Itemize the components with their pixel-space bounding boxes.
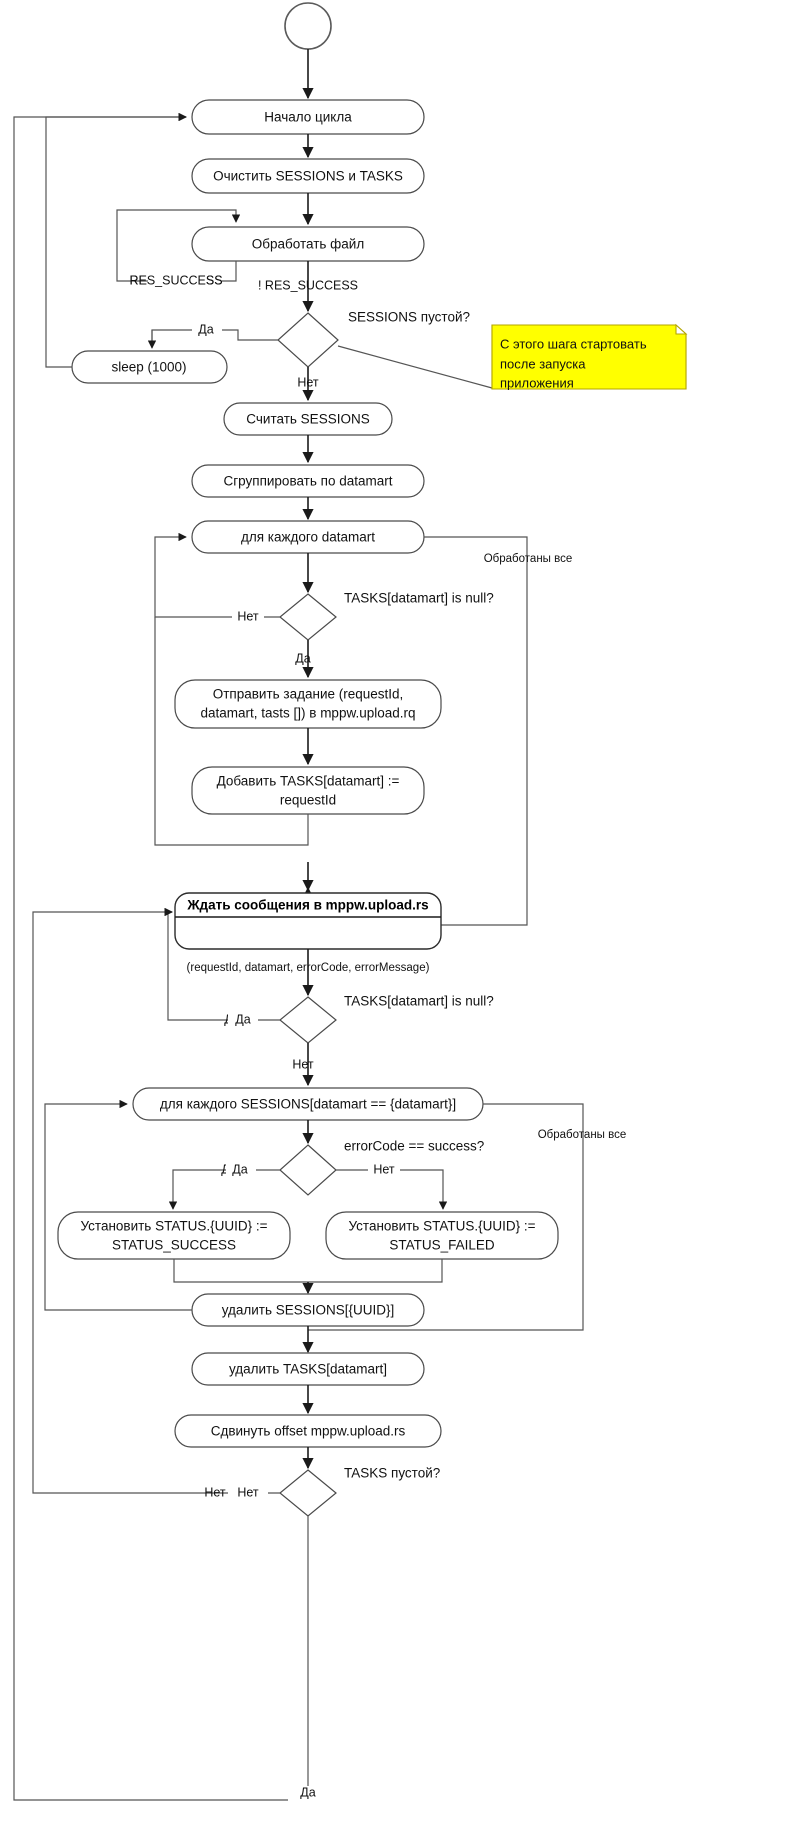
mask-res-success xyxy=(148,273,206,290)
node-add-task-line2: requestId xyxy=(280,793,336,808)
edge-label-no-sessions-empty: Нет xyxy=(297,375,319,389)
node-tasks-null-2 xyxy=(279,996,337,1044)
node-delete-session-label: удалить SESSIONS[{UUID}] xyxy=(222,1303,395,1318)
edge-label-message-payload: (requestId, datamart, errorCode, errorMe… xyxy=(187,962,430,974)
node-group-by-label: Сгруппировать по datamart xyxy=(223,474,392,489)
node-status-success-line1: Установить STATUS.{UUID} := xyxy=(80,1219,267,1234)
note-line-1: С этого шага стартовать xyxy=(500,336,647,351)
mask-no-tn1 xyxy=(232,610,264,625)
node-sessions-empty-label: SESSIONS пустой? xyxy=(348,310,470,325)
edge-delete-session-loop-back xyxy=(44,1099,192,1311)
edge-res-success-down xyxy=(222,261,237,282)
edge-all-processed-sessions xyxy=(308,1103,584,1331)
node-status-failed-line1: Установить STATUS.{UUID} := xyxy=(348,1219,535,1234)
node-for-each-session-label: для каждого SESSIONS[datamart == {datama… xyxy=(160,1097,456,1112)
node-tasks-empty-label: TASKS пустой? xyxy=(344,1466,440,1481)
edge-label-yes-tasks-empty-text: Да xyxy=(300,1785,315,1799)
node-shift-offset-label: Сдвинуть offset mppw.upload.rs xyxy=(211,1424,406,1439)
edge-yes-to-sleep xyxy=(147,329,188,349)
node-read-sessions-label: Считать SESSIONS xyxy=(246,412,369,427)
note-line-2: после запуска xyxy=(500,356,586,371)
node-tasks-null-1 xyxy=(279,593,337,641)
edge-label-no-tasks-null-1-text: Нет xyxy=(237,609,259,623)
node-process-file-label: Обработать файл xyxy=(252,237,364,252)
edge-label-all-processed-datamart: Обработаны все xyxy=(484,553,573,565)
edge-label-no-tasks-empty-text: Нет xyxy=(237,1485,259,1499)
node-status-failed-line2: STATUS_FAILED xyxy=(389,1238,495,1253)
mask-yes-error xyxy=(226,1163,256,1178)
edge-status-join xyxy=(173,1259,443,1283)
node-for-each-datamart-label: для каждого datamart xyxy=(241,530,375,545)
edge-yes-tasks-empty xyxy=(13,112,309,1801)
node-send-task-line2: datamart, tasts []) в mppw.upload.rq xyxy=(200,706,415,721)
node-sessions-empty xyxy=(277,312,339,368)
node-send-task-line1: Отправить задание (requestId, xyxy=(213,687,404,702)
node-status-success-line2: STATUS_SUCCESS xyxy=(112,1238,236,1253)
edge-label-yes-error-code-text: Да xyxy=(232,1162,247,1176)
start-node xyxy=(284,2,332,50)
node-add-task-line1: Добавить TASKS[datamart] := xyxy=(217,774,400,789)
mask-yes-tasks-empty xyxy=(288,1786,328,1802)
node-loop-start-label: Начало цикла xyxy=(264,110,352,125)
edge-add-task-loop-back xyxy=(154,617,309,846)
edge-no-tasks-null-1 xyxy=(154,532,280,618)
edge-label-not-res-success: ! RES_SUCCESS xyxy=(258,278,358,292)
node-error-code-label: errorCode == success? xyxy=(344,1139,484,1154)
note-line-3: приложения xyxy=(500,375,574,390)
node-sleep-label: sleep (1000) xyxy=(111,360,186,375)
note-box-shape xyxy=(491,324,687,390)
node-tasks-null-2-label: TASKS[datamart] is null? xyxy=(344,994,494,1009)
mask-no-error xyxy=(368,1163,400,1178)
mask-yes-sleep xyxy=(192,323,222,338)
edge-note-connector xyxy=(337,345,493,389)
node-clear-label: Очистить SESSIONS и TASKS xyxy=(213,169,403,184)
edge-no-tasks-empty xyxy=(32,907,280,1494)
edge-label-yes-sleep-text: Да xyxy=(198,322,213,336)
node-tasks-null-1-label: TASKS[datamart] is null? xyxy=(344,591,494,606)
note-fold-corner xyxy=(675,323,688,335)
edge-label-no-tasks-empty: Нет xyxy=(204,1485,226,1499)
edge-label-res-success-text: RES_SUCCESS xyxy=(129,273,222,287)
edge-res-success-back xyxy=(116,209,241,282)
mask-yes-tn2 xyxy=(228,1013,258,1028)
edge-label-yes-tasks-null-1: Да xyxy=(295,651,310,665)
node-tasks-empty xyxy=(279,1469,337,1517)
edge-label-all-processed-sessions: Обработаны все xyxy=(538,1129,627,1141)
node-wait-message-label: Ждать сообщения в mppw.upload.rs xyxy=(186,898,428,913)
node-delete-task-label: удалить TASKS[datamart] xyxy=(229,1362,387,1377)
edge-label-yes-tasks-null-2-text: Да xyxy=(235,1012,250,1026)
mask-no-tasks-empty xyxy=(228,1486,268,1501)
edge-label-no-error-code-text: Нет xyxy=(373,1162,395,1176)
node-error-code xyxy=(279,1144,337,1196)
edge-label-no-tasks-null-2: Нет xyxy=(292,1057,314,1071)
